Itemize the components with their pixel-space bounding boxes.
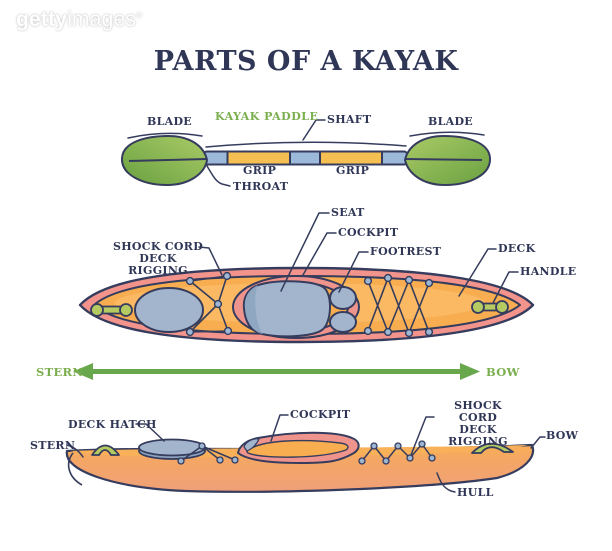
side-view-handle-stern [91,444,120,456]
rigging-dots-top-view [185,271,434,338]
watermark-brand-light: images [67,8,137,31]
label-cockpit-side: COCKPIT [290,408,351,421]
paddle-grip-right-shape [319,150,383,166]
stern-bow-arrow [73,363,480,380]
top-view-rigging-right [367,277,430,334]
label-shock-cord-side-line2: DECK RIGGING [448,423,508,448]
top-view-footrest-top-shape [329,286,357,310]
side-view-illustration [65,414,546,493]
label-throat: THROAT [233,180,289,193]
label-blade-left: BLADE [147,115,192,128]
label-shock-cord-line2: DECK RIGGING [128,252,188,277]
side-view-leader-lines [66,414,546,493]
label-deck: DECK [498,242,536,255]
watermark-brand-bold: getty [16,8,68,31]
side-view-deck-hatch-shape [138,438,206,457]
arrow-head-left [73,363,93,380]
paddle-grip-left-shape [226,150,291,166]
registered-mark: ® [136,11,143,20]
top-view-handle-right [471,300,509,314]
label-kayak-paddle: KAYAK PADDLE [215,110,319,123]
rigging-dots-side-view [177,440,436,465]
gettyimages-watermark: gettyimages® [16,8,142,32]
top-view-deck-hatch-shape [134,287,204,333]
label-grip-right: GRIP [336,164,370,177]
label-handle: HANDLE [520,265,577,278]
top-view-illustration [78,212,535,344]
label-shock-cord-rigging-side: SHOCK CORD DECK RIGGING [434,400,522,448]
label-stern-axis: STERN [36,365,84,379]
top-view-footrest-bottom-shape [329,311,357,333]
page-title: PARTS OF A KAYAK [153,46,459,77]
side-view-handle-bow [471,442,514,454]
paddle-illustration [120,119,492,187]
paddle-leader-lines [127,119,485,187]
top-view-rigging-left [189,275,229,333]
top-view-seat-shape [242,280,331,338]
label-blade-right: BLADE [428,115,473,128]
top-view-handle-left [90,303,133,317]
label-stern-side: STERN [30,439,76,452]
label-footrest: FOOTREST [370,245,442,258]
label-bow-side: BOW [546,429,579,442]
label-cockpit-top: COCKPIT [338,226,399,239]
label-shock-cord-rigging-top: SHOCK CORD DECK RIGGING [110,241,206,277]
arrow-head-right [460,363,480,380]
label-grip-left: GRIP [243,164,277,177]
label-shock-cord-line1: SHOCK CORD [112,240,204,253]
label-bow-axis: BOW [486,365,520,379]
label-hull: HULL [457,486,494,499]
label-deck-hatch: DECK HATCH [68,418,157,431]
label-shock-cord-side-line1: SHOCK CORD [454,399,502,424]
label-shaft: SHAFT [327,113,372,126]
label-seat: SEAT [331,206,365,219]
top-view-leader-lines [198,212,519,304]
